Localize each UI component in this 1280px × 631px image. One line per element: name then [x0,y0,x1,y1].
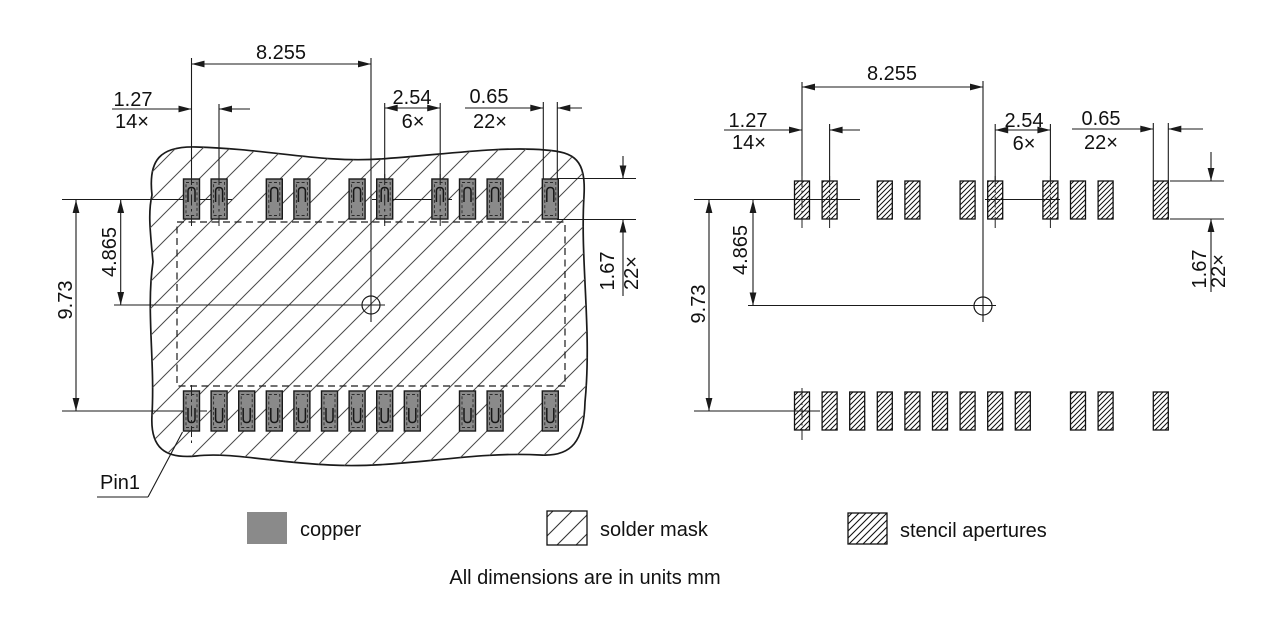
legend-label-solder-mask: solder mask [600,519,708,541]
copper-pads [182,178,559,432]
copper-pad [458,178,477,220]
pcb-dimension-lines [62,58,636,412]
stencil-aperture-pad [821,391,838,431]
stencil-view [694,81,1224,440]
copper-pad [320,390,339,432]
dim-pitch-pcb: 1.27 [113,89,153,111]
dim-span-stencil: 8.255 [866,63,918,85]
dim-pitch-stencil: 1.27 [728,110,768,132]
copper-pad [265,178,283,220]
pin1-leader [97,431,183,498]
dim-pitch-count-stencil: 14× [732,132,766,154]
stencil-aperture-pad [849,391,866,431]
copper-pad [348,178,366,220]
copper-pad [541,390,559,432]
dim-group-pcb: 2.54 [392,87,432,109]
copper-pad [458,390,477,432]
dim-pad-width-stencil: 0.65 [1081,108,1121,130]
copper-pad [348,390,366,432]
stencil-aperture-pad [1152,180,1169,220]
stencil-aperture-pad [1069,180,1087,220]
dim-pad-height-count-pcb: 22× [621,256,643,290]
copper-pad [403,390,421,432]
dim-row-to-center-stencil: 4.865 [730,224,752,276]
stencil-aperture-pad [1014,391,1031,431]
legend-label-stencil-apertures: stencil apertures [900,520,1047,542]
stencil-dimension-lines [694,81,1224,412]
stencil-apertures-swatch [847,512,888,545]
dim-pitch-count-pcb: 14× [115,111,149,133]
dim-group-stencil: 2.54 [1004,110,1044,132]
stencil-aperture-pad [959,180,976,220]
dim-row-to-center-pcb: 4.865 [99,226,121,278]
stencil-aperture-pad [931,391,949,431]
stencil-aperture-pad [1097,391,1114,431]
center-origin-marker [973,296,993,316]
legend-label-copper: copper [300,519,362,541]
dim-pad-width-count-pcb: 22× [473,111,507,133]
stencil-aperture-pads [793,180,1169,431]
stencil-pad-centerlines [801,176,1051,440]
copper-pad [265,390,283,432]
copper-pad [486,178,504,220]
pcb-pad-centerlines [191,174,441,446]
stencil-aperture-pad [987,391,1004,431]
copper-pad [541,178,559,220]
stencil-aperture-pad [904,391,921,431]
legend-swatches [247,510,888,546]
copper-pad [210,390,228,432]
dim-pad-height-pcb: 1.67 [597,251,619,291]
dim-pad-height-stencil: 1.67 [1189,249,1211,289]
copper-pad [237,390,256,432]
stencil-aperture-pad [1152,391,1169,431]
stencil-aperture-pad [876,180,893,220]
copper-pad [376,390,394,432]
dim-pad-height-count-stencil: 22× [1208,254,1230,288]
stencil-aperture-pad [904,180,921,220]
dim-span-pcb: 8.255 [255,42,307,64]
dim-row-to-row-pcb: 9.73 [55,280,77,320]
copper-pad [486,390,504,432]
dim-pad-width-count-stencil: 22× [1084,132,1118,154]
dim-group-count-pcb: 6× [401,111,425,133]
stencil-aperture-pad [1097,180,1114,220]
pin1-label: Pin1 [99,472,141,494]
copper-swatch [247,512,287,544]
dim-group-count-stencil: 6× [1012,133,1036,155]
dim-row-to-row-stencil: 9.73 [688,284,710,324]
dim-pad-width-pcb: 0.65 [469,86,509,108]
stencil-aperture-pad [876,391,893,431]
copper-pad [293,178,311,220]
stencil-aperture-pad [959,391,976,431]
stencil-aperture-pad [1069,391,1087,431]
solder-mask-swatch [546,510,588,546]
center-origin-marker [361,295,381,315]
units-note: All dimensions are in units mm [449,567,721,589]
pcb-view [62,58,636,498]
copper-pad [293,390,311,432]
